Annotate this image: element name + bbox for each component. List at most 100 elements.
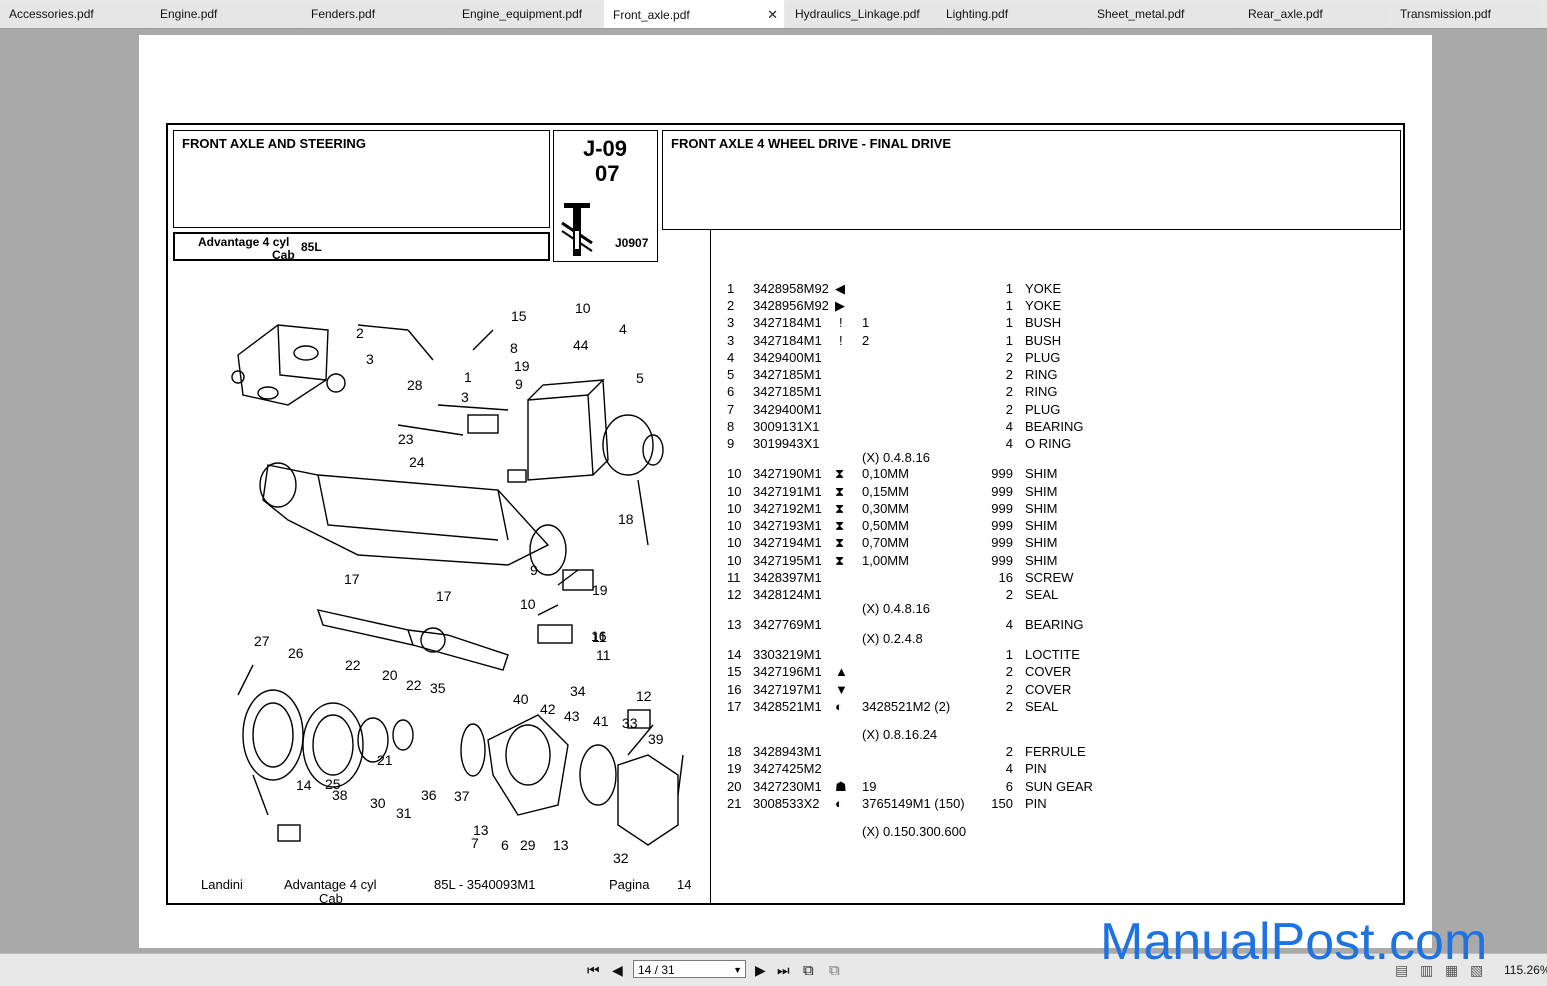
part-number: 3428124M1 [753, 587, 822, 602]
part-number: 3428958M92 [753, 281, 829, 296]
callout-label: 20 [382, 667, 398, 683]
part-description: PLUG [1025, 350, 1061, 365]
part-note: (X) 0.2.4.8 [862, 631, 923, 646]
first-page-icon[interactable]: ⏮ [587, 962, 600, 978]
single-page-icon[interactable]: ▤ [1395, 962, 1409, 978]
footer-model-line2: Cab [319, 891, 343, 906]
table-row: (X) 0.150.300.600 [168, 823, 1398, 840]
part-description: SUN GEAR [1025, 779, 1093, 794]
continuous-page-icon[interactable]: ▥ [1420, 962, 1434, 978]
callout-label: 16 [591, 628, 607, 644]
part-number: 3428521M1 [753, 699, 822, 714]
tab-fenders[interactable]: Fenders.pdf [302, 2, 452, 27]
code-ref: J0907 [615, 236, 649, 250]
chevron-down-icon[interactable]: ▼ [733, 965, 742, 975]
view-mode-alt-icon[interactable]: ⧉ [829, 962, 840, 979]
callout-label: 32 [613, 850, 629, 866]
part-number: 3427197M1 [753, 682, 822, 697]
tab-label: Fenders.pdf [311, 7, 376, 21]
part-ref: 8 [727, 419, 735, 434]
part-ref: 3 [727, 315, 735, 330]
part-qty: 2 [1005, 367, 1013, 382]
tab-rear-axle[interactable]: Rear_axle.pdf [1239, 2, 1389, 27]
part-symbol: ⧗ [835, 518, 845, 533]
page-number-input[interactable]: 14 / 31 ▼ [633, 960, 746, 978]
part-symbol: ▼ [835, 682, 848, 697]
tab-front-axle[interactable]: Front_axle.pdf ✕ [604, 0, 784, 28]
callout-label: 34 [570, 683, 586, 699]
part-description: SHIM [1025, 466, 1058, 481]
tab-label: Front_axle.pdf [613, 8, 690, 22]
part-number: 3303219M1 [753, 647, 822, 662]
last-page-icon[interactable]: ⏭ [777, 962, 790, 978]
callout-label: 5 [636, 370, 644, 386]
table-row: (X) 0.4.8.16 [168, 449, 1398, 466]
part-number: 3427191M1 [753, 484, 822, 499]
callout-label: 19 [514, 358, 530, 374]
part-qty: 2 [1005, 744, 1013, 759]
tab-lighting[interactable]: Lighting.pdf [937, 2, 1087, 27]
code-main: J-09 [583, 136, 628, 161]
tab-engine-equipment[interactable]: Engine_equipment.pdf [453, 2, 603, 27]
part-ref: 10 [727, 535, 742, 550]
next-page-icon[interactable]: ▶ [755, 962, 766, 978]
part-number: 3427196M1 [753, 664, 822, 679]
part-symbol: ▲ [835, 664, 848, 679]
page-indicator: 14 / 31 [638, 963, 675, 977]
part-note: (X) 0.4.8.16 [862, 601, 930, 616]
part-ref: 10 [727, 484, 742, 499]
tab-label: Accessories.pdf [9, 7, 94, 21]
part-qty: 4 [1005, 419, 1013, 434]
zoom-level[interactable]: 115.26% [1504, 963, 1547, 977]
part-symbol: ⧗ [835, 466, 845, 481]
part-description: RING [1025, 384, 1058, 399]
part-description: YOKE [1025, 298, 1062, 313]
part-number: 3429400M1 [753, 350, 822, 365]
part-description: YOKE [1025, 281, 1062, 296]
part-note: 1 [862, 315, 870, 330]
callout-label: 10 [520, 596, 536, 612]
tab-hydraulics-linkage[interactable]: Hydraulics_Linkage.pdf [786, 2, 936, 27]
part-note: 3428521M2 (2) [862, 699, 951, 714]
tab-sheet-metal[interactable]: Sheet_metal.pdf [1088, 2, 1238, 27]
facing-page-icon[interactable]: ▦ [1445, 962, 1459, 978]
axle-icon [561, 203, 593, 256]
part-note: 0,10MM [862, 466, 909, 481]
tab-label: Rear_axle.pdf [1248, 7, 1323, 21]
part-ref: 19 [727, 761, 742, 776]
part-symbol: ◐ [835, 796, 843, 811]
tab-transmission[interactable]: Transmission.pdf [1391, 2, 1541, 27]
callout-label: 14 [296, 777, 312, 793]
part-note: 19 [862, 779, 877, 794]
callout-label: 27 [254, 633, 270, 649]
tab-engine[interactable]: Engine.pdf [151, 2, 301, 27]
part-number: 3427193M1 [753, 518, 822, 533]
part-qty: 4 [1005, 436, 1013, 451]
view-mode-icon[interactable]: ⧉ [803, 962, 814, 979]
tab-accessories[interactable]: Accessories.pdf [0, 2, 150, 27]
group-title-box: FRONT AXLE 4 WHEEL DRIVE - FINAL DRIVE [662, 130, 1401, 230]
callout-label: 23 [398, 431, 414, 447]
part-description: BUSH [1025, 315, 1062, 330]
part-description: SCREW [1025, 570, 1074, 585]
part-ref: 13 [727, 617, 742, 632]
previous-page-icon[interactable]: ◀ [612, 962, 623, 978]
part-number: 3427185M1 [753, 384, 822, 399]
part-ref: 20 [727, 779, 742, 794]
table-row: (X) 0.2.4.8 [168, 630, 1398, 647]
footer-model-line1: Advantage 4 cyl [284, 877, 377, 892]
close-tab-icon[interactable]: ✕ [767, 7, 778, 22]
part-qty: 999 [991, 501, 1013, 516]
part-description: PIN [1025, 796, 1047, 811]
part-note: 0,70MM [862, 535, 909, 550]
facing-continuous-icon[interactable]: ▧ [1470, 962, 1484, 978]
